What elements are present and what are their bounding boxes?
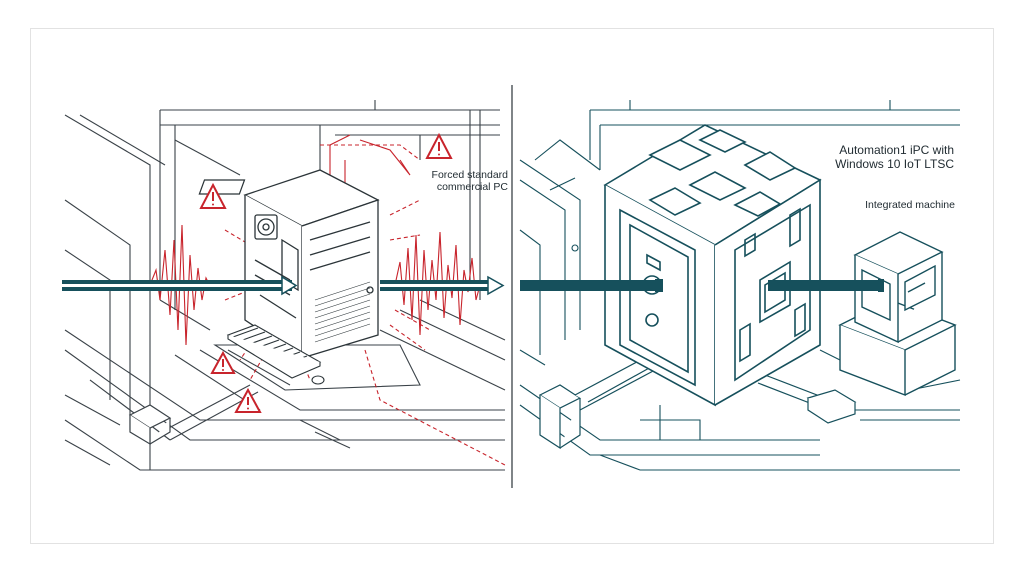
- left-caption-line-1: Forced standard: [431, 169, 508, 181]
- keyboard: [226, 324, 325, 385]
- right-caption: Automation1 iPC with Windows 10 IoT LTSC: [820, 143, 954, 172]
- warning-icon: [199, 182, 227, 209]
- warning-icon: [210, 350, 236, 374]
- cable-ducts: [538, 354, 857, 450]
- data-flow-arrow-right: [520, 279, 884, 292]
- commercial-pc-tower: [198, 169, 380, 360]
- right-caption-line-1: Automation1 iPC with: [839, 143, 954, 157]
- data-flow-arrow-left: [62, 275, 505, 296]
- junction-box: [128, 404, 172, 446]
- left-caption: Forced standard commercial PC: [402, 169, 508, 193]
- integrated-machine-label: Integrated machine: [865, 199, 955, 211]
- warning-icon: [425, 132, 453, 159]
- figure-frame: [30, 28, 994, 544]
- left-caption-line-2: commercial PC: [436, 181, 508, 194]
- secure-ipc-cube: [603, 124, 822, 407]
- vent-grid: [314, 281, 371, 343]
- right-caption-line-2: Windows 10 IoT LTSC: [835, 156, 954, 171]
- warning-icon: [234, 387, 262, 413]
- integrated-machine: [838, 231, 957, 397]
